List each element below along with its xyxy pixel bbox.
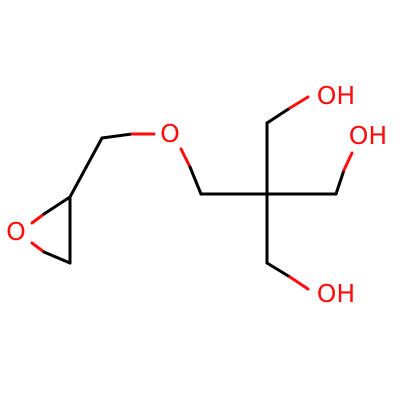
bond-epoxide-o-to-ch2 [30, 241, 46, 254]
ether-oxygen-label: O [160, 119, 180, 148]
bond-ch2-to-ether-o-black [100, 132, 134, 140]
bond-bottom-ch2-to-oh-red [288, 275, 310, 291]
hydroxyl-top-label: OH [317, 81, 355, 110]
bond-top-ch2-to-oh-red [288, 95, 310, 110]
hydroxyl-right-label: OH [349, 121, 387, 150]
epoxide-oxygen-label: O [6, 217, 26, 246]
bond-ch-to-ch2 [68, 136, 104, 199]
hydroxyl-bottom-label: OH [317, 279, 355, 308]
bond-epoxide-o-to-ch [30, 212, 46, 225]
bond-ether-o-to-ch2-black [188, 165, 203, 196]
bond-right-ch2-to-oh-black [334, 168, 346, 196]
bond-right-ch2-to-oh-red [342, 151, 354, 172]
bond-epoxide-o-to-ch2-black [42, 250, 72, 265]
bond-bottom-ch2-to-oh-black [265, 261, 292, 279]
bond-epoxide-o-to-ch-black [42, 195, 72, 216]
bond-ether-o-to-ch2-red [179, 147, 192, 169]
bond-top-ch2-to-oh-black [265, 106, 292, 125]
